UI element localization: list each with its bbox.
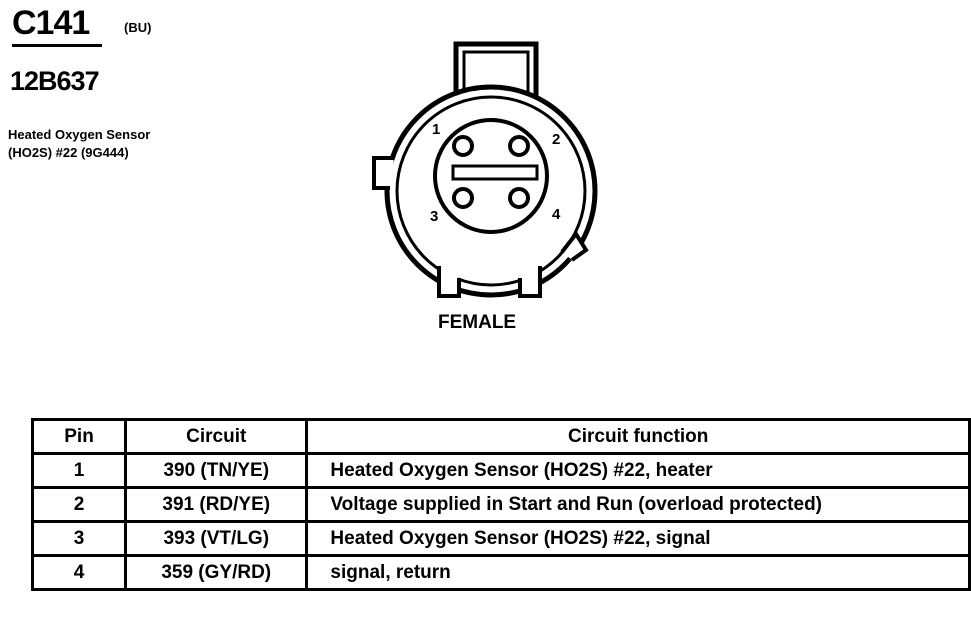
cell-circuit: 390 (TN/YE) bbox=[124, 452, 309, 489]
pin-label-2: 2 bbox=[552, 131, 560, 148]
cell-circuit: 359 (GY/RD) bbox=[124, 554, 309, 591]
table-row: 2 391 (RD/YE) Voltage supplied in Start … bbox=[30, 486, 971, 523]
pin-cavity-4 bbox=[508, 187, 530, 209]
pin-label-1: 1 bbox=[432, 121, 440, 138]
cell-function: Heated Oxygen Sensor (HO2S) #22, heater bbox=[305, 452, 971, 489]
header-function: Circuit function bbox=[305, 418, 971, 455]
table-row: 4 359 (GY/RD) signal, return bbox=[30, 554, 971, 591]
connector-id-underline bbox=[12, 44, 102, 47]
table-header-row: Pin Circuit Circuit function bbox=[30, 418, 971, 455]
connector-face-diagram: 1 2 3 4 bbox=[372, 41, 598, 298]
header-pin: Pin bbox=[30, 418, 128, 455]
pin-cavity-1 bbox=[452, 135, 474, 157]
pin-label-4: 4 bbox=[552, 206, 561, 223]
description-line-2: (HO2S) #22 (9G444) bbox=[8, 145, 129, 160]
view-label: FEMALE bbox=[438, 312, 517, 333]
cell-function: signal, return bbox=[305, 554, 971, 591]
pin-cavity-2 bbox=[508, 135, 530, 157]
header-circuit: Circuit bbox=[124, 418, 309, 455]
pin-cavities bbox=[451, 135, 539, 209]
center-slot bbox=[451, 164, 539, 181]
part-number: 12B637 bbox=[10, 66, 100, 96]
cell-pin: 2 bbox=[30, 486, 128, 523]
description-line-1: Heated Oxygen Sensor bbox=[8, 127, 151, 142]
pin-table: Pin Circuit Circuit function 1 390 (TN/Y… bbox=[30, 418, 971, 591]
cell-function: Voltage supplied in Start and Run (overl… bbox=[305, 486, 971, 523]
cell-function: Heated Oxygen Sensor (HO2S) #22, signal bbox=[305, 520, 971, 557]
cell-pin: 4 bbox=[30, 554, 128, 591]
pin-number-labels: 1 2 3 4 bbox=[430, 121, 561, 225]
cell-circuit: 393 (VT/LG) bbox=[124, 520, 309, 557]
cell-circuit: 391 (RD/YE) bbox=[124, 486, 309, 523]
connector-color: (BU) bbox=[124, 20, 152, 35]
pin-cavity-3 bbox=[452, 187, 474, 209]
table-row: 1 390 (TN/YE) Heated Oxygen Sensor (HO2S… bbox=[30, 452, 971, 489]
table-row: 3 393 (VT/LG) Heated Oxygen Sensor (HO2S… bbox=[30, 520, 971, 557]
connector-id: C141 bbox=[12, 4, 90, 42]
cell-pin: 3 bbox=[30, 520, 128, 557]
cell-pin: 1 bbox=[30, 452, 128, 489]
pin-label-3: 3 bbox=[430, 208, 438, 225]
